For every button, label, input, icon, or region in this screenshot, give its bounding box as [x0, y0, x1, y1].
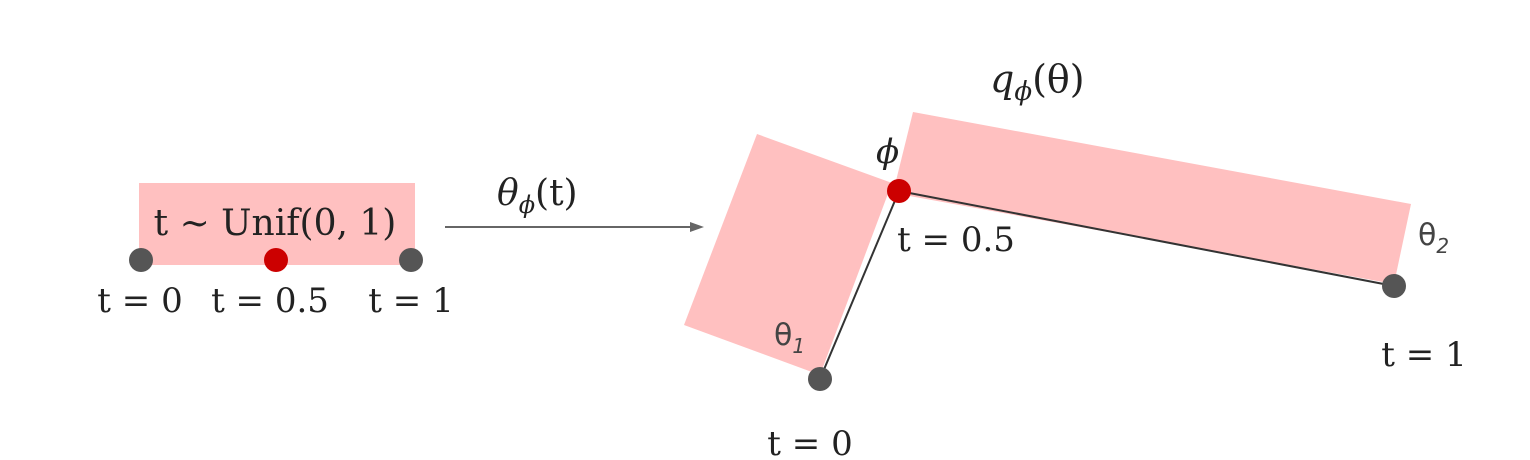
mapping-arrow-head: [690, 222, 704, 232]
t-end-dot: [399, 248, 423, 272]
posterior-label: qϕ(θ): [990, 57, 1085, 107]
theta2-endpoint-dot: [1382, 274, 1406, 298]
t-start-label: t = 0: [97, 281, 182, 321]
theta1-label: θ1: [774, 318, 805, 358]
mapping-arrow-group: θϕ(t): [445, 173, 704, 232]
curve-t-start-label: t = 0: [767, 424, 852, 460]
theta2-label: θ2: [1418, 218, 1449, 258]
t-start-dot: [129, 248, 153, 272]
uniform-distribution-panel: t ∼ Unif(0, 1) t = 0 t = 0.5 t = 1: [97, 183, 454, 321]
segment-region-1: [684, 134, 892, 375]
t-end-label: t = 1: [368, 281, 453, 321]
uniform-distribution-label: t ∼ Unif(0, 1): [154, 203, 397, 244]
curve-segment-1: [819, 190, 900, 380]
t-mid-dot: [264, 248, 288, 272]
curve-t-mid-label: t = 0.5: [897, 220, 1015, 260]
phi-label: ϕ: [876, 132, 899, 172]
mapping-function-label: θϕ(t): [497, 173, 578, 219]
segment-region-2: [893, 112, 1411, 284]
curve-t-end-label: t = 1: [1381, 335, 1466, 375]
phi-midpoint-dot: [887, 179, 911, 203]
t-mid-label: t = 0.5: [211, 281, 329, 321]
theta1-endpoint-dot: [808, 367, 832, 391]
curve-segment-2: [898, 190, 1395, 287]
parameter-space-panel: qϕ(θ) ϕ θ1 θ2 t = 0.5 t = 1 t = 0: [684, 57, 1467, 460]
